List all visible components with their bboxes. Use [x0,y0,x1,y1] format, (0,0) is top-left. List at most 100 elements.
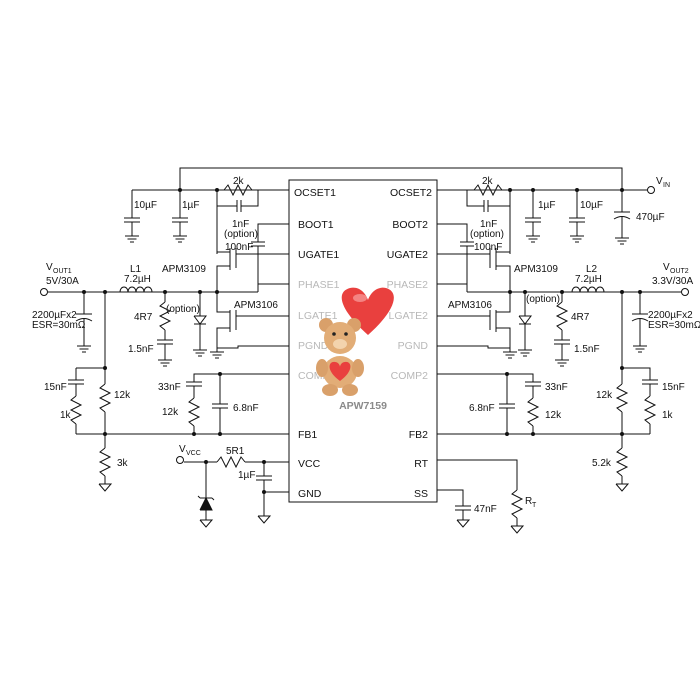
left-cboot-label: 100nF [225,242,253,253]
right-output-stage: L2 7.2µH V OUT2 3.3V/30A 2200µFx2 ESR=30… [571,262,700,384]
rt-resistor-label-sub: T [532,502,537,509]
ic-pin-vcc: VCC [298,458,321,470]
ic-pin-comp2: COMP2 [391,370,429,382]
ic-pin-lgate1: LGATE1 [298,310,338,322]
right-rsnub-label: 4R7 [571,312,590,323]
left-cocset-note: (option) [224,229,258,240]
right-feedback-network: 12k 15nF 1k 5.2k [592,366,685,492]
vin-label-sub: IN [663,182,670,189]
left-rsnub-label: 4R7 [134,312,153,323]
vout2-label-sub: OUT2 [670,268,689,275]
left-rtop-label: 12k [114,390,131,401]
ic-pin-pgnd2: PGND [398,340,429,352]
ic-pin-ugate2: UGATE2 [387,249,428,261]
vin-label: V [656,176,663,187]
right-rt-ss-network: R T 47nF [437,459,537,534]
left-schottky-diode: (option) [166,292,208,357]
vcc-label: V [179,444,186,455]
right-cin2-label: 10µF [580,200,603,211]
left-qlow-label: APM3106 [234,300,278,311]
ic-pin-fb2: FB2 [409,429,428,441]
ic-part-name: APW7159 [339,400,387,412]
left-compensation: 33nF 12k 6.8nF [158,372,289,436]
vcc-label-sub: VCC [186,450,201,457]
ss-cap-label: 47nF [474,504,497,515]
left-rcomp-label: 12k [162,407,179,418]
right-rc-snubber: 4R7 1.5nF [554,292,600,367]
left-rbot-label: 3k [117,458,129,469]
ic-pin-boot1: BOOT1 [298,219,334,231]
right-rcomp-label: 12k [545,410,562,421]
left-cout-esr: ESR=30mΩ [32,320,86,331]
right-rtop-label: 12k [596,390,613,401]
ic-pin-rt: RT [414,458,428,470]
left-feedback-network: 15nF 1k 12k 3k [44,366,289,492]
inductor2-value: 7.2µH [575,274,602,285]
left-ccomp2-label: 6.8nF [233,403,259,414]
right-ccomp1-label: 33nF [545,382,568,393]
right-diode-note: (option) [526,294,560,305]
vcc-supply: V VCC 5R1 1µF [176,444,289,528]
right-qlow-label: APM3106 [448,300,492,311]
ic-pin-fb1: FB1 [298,429,317,441]
vcc-c-label: 1µF [238,470,255,481]
left-diode-note: (option) [166,304,200,315]
left-ccomp1-label: 33nF [158,382,181,393]
right-rbot-label: 5.2k [592,458,612,469]
right-cout-label: 2200µFx2 [648,310,693,321]
ic-pin-boot2: BOOT2 [392,219,428,231]
left-cff-label: 15nF [44,382,67,393]
left-rc-snubber: 4R7 1.5nF [128,292,173,367]
right-cocset-note: (option) [470,229,504,240]
right-schottky-diode: (option) [517,292,560,357]
vcc-r-label: 5R1 [226,446,245,457]
left-cout-label: 2200µFx2 [32,310,77,321]
inductor1-name: L1 [130,264,142,275]
right-switching-stage: 100nF APM3109 APM3106 [437,223,640,359]
ic-pin-pgnd1: PGND [298,340,329,352]
left-input-caps: 10µF 1µF [124,190,199,243]
left-ocset-network: 2k 1nF (option) [215,176,259,254]
left-qhigh-label: APM3109 [162,264,206,275]
ic-pin-lgate2: LGATE2 [389,310,429,322]
right-cboot-label: 100nF [474,242,502,253]
right-compensation: 6.8nF 33nF 12k [437,372,650,436]
right-cff-label: 15nF [662,382,685,393]
ic-pin-ocset1: OCSET1 [294,187,336,199]
ic-pin-phase2: PHASE2 [387,279,429,291]
right-rocset-label: 2k [482,176,494,187]
left-rff-label: 1k [60,410,72,421]
right-csnub-label: 1.5nF [574,344,600,355]
right-cout-esr: ESR=30mΩ [648,320,700,331]
inductor1-value: 7.2µH [124,274,151,285]
vout1-label: V [46,262,53,273]
left-cin2-label: 1µF [182,200,199,211]
right-cbulk-label: 470µF [636,212,665,223]
left-csnub-label: 1.5nF [128,344,154,355]
vout1-label-sub: OUT1 [53,268,72,275]
right-ccomp2-label: 6.8nF [469,403,495,414]
vout2-value: 3.3V/30A [652,276,693,287]
ic-pin-gnd: GND [298,488,322,500]
ic-pin-ss: SS [414,488,428,500]
left-output-stage: V OUT1 5V/30A L1 7.2µH 2200µFx2 ESR=30mΩ [32,262,165,384]
left-cin1-label: 10µF [134,200,157,211]
left-cocset-label: 1nF [232,219,249,230]
ic-pin-phase1: PHASE1 [298,279,340,291]
left-rocset-label: 2k [233,176,245,187]
right-cin1-label: 1µF [538,200,555,211]
ic-body: OCSET1 BOOT1 UGATE1 PHASE1 LGATE1 PGND C… [288,179,438,503]
right-cocset-label: 1nF [480,219,497,230]
vout2-label: V [663,262,670,273]
left-switching-stage: 100nF APM3109 APM3106 [105,223,289,359]
right-input-caps: 1µF 10µF 470µF [525,188,665,245]
right-ocset-network: 2k 1nF (option) [466,176,512,254]
vout1-value: 5V/30A [46,276,79,287]
right-qhigh-label: APM3109 [514,264,558,275]
vin-rail: V IN [132,167,670,194]
bear-sticker-icon [316,287,394,396]
right-rff-label: 1k [662,410,674,421]
ic-pin-ugate1: UGATE1 [298,249,339,261]
inductor2-name: L2 [586,264,598,275]
